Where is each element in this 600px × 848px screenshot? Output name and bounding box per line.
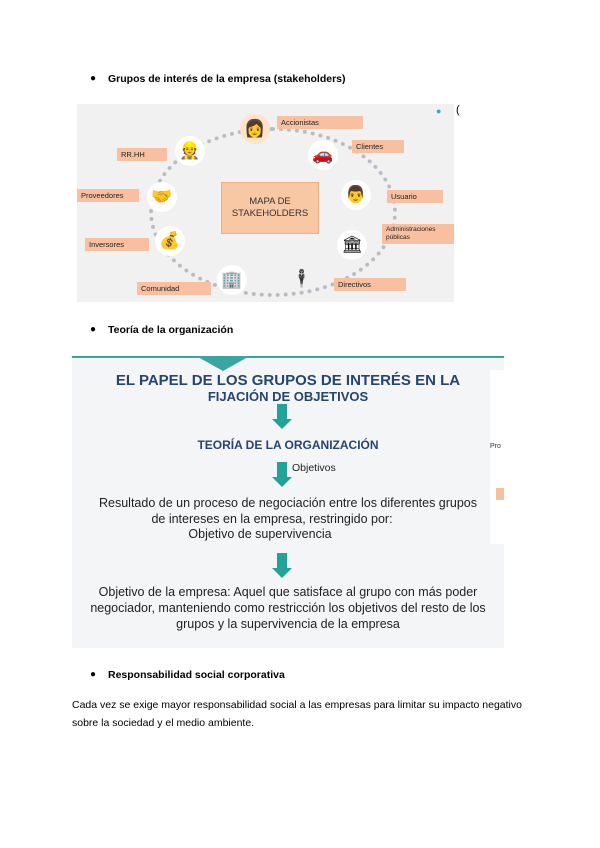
stakeholder-map-figure: MAPA DE STAKEHOLDERS 👩 Accionistas 🚗 Cli… — [77, 104, 454, 302]
government-building-icon: 🏛 — [337, 230, 367, 260]
stakeholder-orbit — [149, 127, 397, 297]
label-comunidad: Comunidad — [137, 282, 211, 295]
slide-top-rule — [72, 356, 504, 358]
stakeholders-heading-text: Grupos de interés de la empresa (stakeho… — [108, 73, 346, 85]
label-usuario: Usuario — [387, 190, 443, 203]
side-char: ( — [456, 104, 460, 116]
car-icon: 🚗 — [308, 140, 338, 170]
slide-final-line2: negociador, manteniendo como restricción… — [90, 601, 486, 615]
slide-title-line2: FIJACIÓN DE OBJETIVOS — [207, 389, 369, 404]
slide-top-triangle — [198, 357, 248, 371]
city-buildings-icon: 🏢 — [217, 265, 247, 295]
slide-result-line3: Objetivo de supervivencia — [188, 527, 332, 541]
csr-heading-text: Responsabilidad social corporativa — [108, 669, 285, 681]
executives-icon: 🕴 — [291, 269, 313, 288]
slide-final-line3: grupos y la supervivencia de la empresa — [176, 617, 400, 631]
label-proveedores: Proveedores — [77, 189, 139, 202]
slide-final-line1: Objetivo de la empresa: Aquel que satisf… — [98, 585, 478, 599]
stakeholders-heading: ● Grupos de interés de la empresa (stake… — [90, 73, 346, 85]
worker-avatar-icon: 👷 — [175, 136, 205, 166]
bullet-dot: ● — [90, 73, 97, 84]
stakeholder-map-center: MAPA DE STAKEHOLDERS — [221, 182, 319, 234]
slide-result-line1: Resultado de un proceso de negociación e… — [98, 496, 478, 510]
label-accionistas: Accionistas — [277, 116, 363, 129]
csr-heading: ● Responsabilidad social corporativa — [90, 669, 285, 681]
label-directivos: Directivos — [334, 278, 406, 291]
slide-subtitle: TEORÍA DE LA ORGANIZACIÓN — [197, 438, 379, 452]
csr-paragraph: Cada vez se exige mayor responsabilidad … — [72, 699, 522, 729]
slide-objetivos-label: Objetivos — [292, 462, 336, 474]
side-bullet-dot: ● — [436, 106, 442, 116]
slide-result-line2: de intereses en la empresa, restringido … — [151, 512, 393, 526]
label-inversores: Inversores — [85, 238, 149, 251]
woman-avatar-icon: 👩 — [240, 114, 270, 144]
overlay-stub-box — [496, 488, 504, 500]
objectives-slide — [72, 358, 504, 648]
label-administraciones: Administraciones públicas — [382, 224, 454, 244]
theory-heading: ● Teoría de la organización — [90, 324, 234, 336]
handshake-icon: 🤝 — [147, 182, 177, 212]
bullet-dot: ● — [90, 324, 97, 335]
label-clientes: Clientes — [352, 140, 404, 153]
theory-heading-text: Teoría de la organización — [108, 324, 234, 336]
label-administraciones-text: Administraciones públicas — [386, 226, 436, 241]
user-avatar-icon: 👨 — [341, 180, 371, 210]
slide-title-line1: EL PAPEL DE LOS GRUPOS DE INTERÉS EN LA — [115, 372, 461, 389]
money-hand-icon: 💰 — [155, 226, 185, 256]
label-rrhh: RR.HH — [117, 148, 167, 161]
slide-right-overlay: Pro — [490, 370, 504, 544]
overlay-stub-text: Pro — [490, 443, 501, 450]
bullet-dot: ● — [90, 669, 97, 680]
